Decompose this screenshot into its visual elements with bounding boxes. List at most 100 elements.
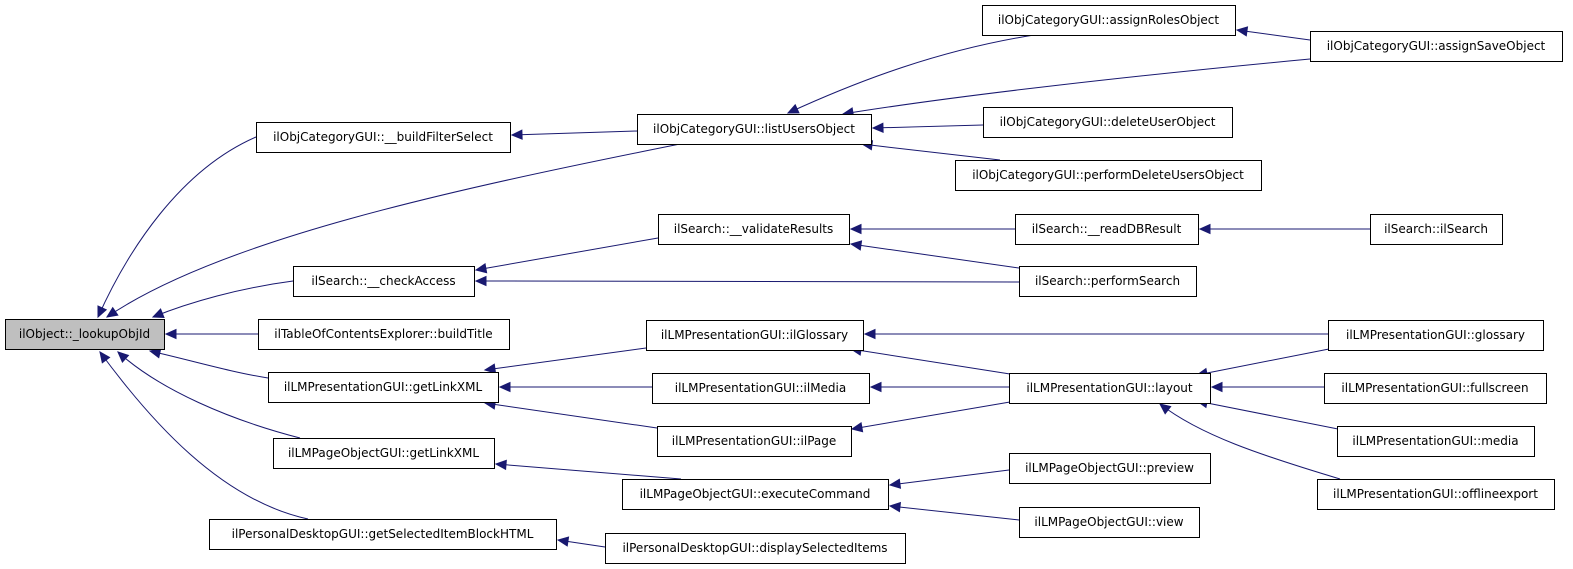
- edge-line: [484, 347, 647, 371]
- edge-n20-to-n17: [1195, 397, 1339, 430]
- arrowhead-icon: [1235, 26, 1249, 37]
- edge-line: [484, 402, 658, 429]
- node-box: [1019, 266, 1197, 297]
- node-illmpresentationgui-ilpage[interactable]: ilLMPresentationGUI::ilPage: [657, 426, 852, 457]
- node-box: [273, 438, 495, 469]
- node-illmpresentationgui-ilglossary[interactable]: ilLMPresentationGUI::ilGlossary: [646, 320, 864, 351]
- node-label: ilSearch::ilSearch: [1384, 222, 1488, 236]
- node-illmpresentationgui-offlineexport[interactable]: ilLMPresentationGUI::offlineexport: [1317, 479, 1555, 510]
- arrowhead-icon: [97, 305, 108, 319]
- node-illmpageobjectgui-getlinkxml[interactable]: ilLMPageObjectGUI::getLinkXML: [273, 438, 495, 469]
- node-label: ilObjCategoryGUI::performDeleteUsersObje…: [972, 168, 1244, 182]
- node-ilsearch-readdbresult[interactable]: ilSearch::__readDBResult: [1015, 214, 1199, 245]
- edge-line: [872, 124, 984, 129]
- node-illmpresentationgui-glossary[interactable]: ilLMPresentationGUI::glossary: [1328, 320, 1544, 351]
- edge-n26-to-n0: [99, 351, 309, 520]
- node-box: [646, 320, 864, 351]
- arrowhead-icon: [99, 351, 111, 364]
- node-iltableofcontentsexplorer-buildtitle[interactable]: ilTableOfContentsExplorer::buildTitle: [258, 319, 510, 350]
- edge-n27-to-n26: [556, 536, 606, 548]
- node-box: [1370, 214, 1503, 245]
- node-label: ilSearch::__checkAccess: [311, 274, 455, 288]
- node-ilobjcategorygui-performdeleteusersobject[interactable]: ilObjCategoryGUI::performDeleteUsersObje…: [955, 160, 1262, 191]
- node-ilpersonaldesktopgui-displayselecteditems[interactable]: ilPersonalDesktopGUI::displaySelectedIte…: [605, 533, 906, 564]
- node-box: [256, 122, 511, 153]
- node-label: ilLMPageObjectGUI::view: [1034, 515, 1183, 529]
- edges-layer: [97, 26, 1370, 548]
- node-illmpresentationgui-layout[interactable]: ilLMPresentationGUI::layout: [1009, 373, 1211, 404]
- edge-line: [1236, 29, 1311, 41]
- arrowhead-icon: [871, 122, 884, 133]
- arrowhead-icon: [474, 262, 488, 274]
- node-box: [622, 479, 889, 510]
- node-ilobjcategorygui-buildfilterselect[interactable]: ilObjCategoryGUI::__buildFilterSelect: [256, 122, 511, 153]
- node-ilobjcategorygui-listusersobject[interactable]: ilObjCategoryGUI::listUsersObject: [637, 114, 872, 145]
- node-box: [1015, 214, 1199, 245]
- node-label: ilPersonalDesktopGUI::getSelectedItemBlo…: [232, 527, 534, 541]
- edge-n23-to-n22: [494, 459, 682, 480]
- arrowhead-icon: [498, 381, 511, 393]
- node-illmpageobjectgui-view[interactable]: ilLMPageObjectGUI::view: [1019, 507, 1200, 538]
- node-box: [1019, 507, 1200, 538]
- arrowhead-icon: [117, 351, 130, 363]
- edge-n17-to-n15: [869, 381, 1009, 393]
- arrowhead-icon: [1159, 403, 1172, 415]
- arrowhead-icon: [510, 129, 523, 140]
- node-label: ilLMPresentationGUI::fullscreen: [1341, 381, 1528, 395]
- node-label: ilLMPresentationGUI::ilPage: [672, 434, 837, 448]
- edge-line: [97, 136, 257, 318]
- edge-line: [99, 351, 309, 520]
- node-box: [983, 107, 1233, 138]
- node-box: [5, 319, 165, 350]
- node-illmpresentationgui-media[interactable]: ilLMPresentationGUI::media: [1337, 426, 1535, 457]
- node-label: ilLMPresentationGUI::offlineexport: [1333, 487, 1538, 501]
- edge-n22-to-n0: [117, 351, 301, 439]
- edge-line: [851, 401, 1011, 430]
- node-ilsearch-checkaccess[interactable]: ilSearch::__checkAccess: [293, 266, 475, 297]
- node-illmpresentationgui-fullscreen[interactable]: ilLMPresentationGUI::fullscreen: [1324, 373, 1547, 404]
- node-ilsearch-performsearch[interactable]: ilSearch::performSearch: [1019, 266, 1197, 297]
- arrowhead-icon: [850, 422, 864, 433]
- node-ilsearch-validateresults[interactable]: ilSearch::__validateResults: [658, 214, 850, 245]
- node-label: ilLMPresentationGUI::getLinkXML: [284, 380, 483, 394]
- node-label: ilLMPresentationGUI::ilMedia: [675, 381, 847, 395]
- edge-n5-to-n2: [871, 122, 984, 133]
- node-box: [605, 533, 906, 564]
- node-box: [657, 426, 852, 457]
- node-box: [982, 5, 1236, 36]
- edge-n21-to-n17: [1159, 403, 1341, 480]
- node-box: [955, 160, 1262, 191]
- node-box: [1009, 453, 1211, 484]
- node-label: ilLMPresentationGUI::layout: [1026, 381, 1193, 395]
- node-box: [658, 214, 850, 245]
- edge-line: [889, 469, 1010, 486]
- edge-n4-to-n3: [1235, 26, 1311, 41]
- node-box: [1009, 373, 1211, 404]
- edge-n17-to-n16: [850, 401, 1011, 433]
- edge-n11-to-n7: [474, 275, 1020, 287]
- node-label: ilSearch::__validateResults: [674, 222, 834, 236]
- edge-n2-to-n0: [105, 143, 681, 318]
- node-illmpresentationgui-getlinkxml[interactable]: ilLMPresentationGUI::getLinkXML: [268, 372, 499, 403]
- arrowhead-icon: [164, 328, 177, 340]
- arrowhead-icon: [888, 478, 902, 489]
- edge-n7-to-n0: [151, 280, 294, 318]
- node-ilobjcategorygui-assignsaveobject[interactable]: ilObjCategoryGUI::assignSaveObject: [1310, 31, 1563, 62]
- nodes-layer: ilObject::_lookupObjId ilObjCategoryGUI::…: [5, 5, 1563, 564]
- node-ilobjcategorygui-assignrolesobject[interactable]: ilObjCategoryGUI::assignRolesObject: [982, 5, 1236, 36]
- node-box: [1328, 320, 1544, 351]
- node-ilobjcategorygui-deleteuserobject[interactable]: ilObjCategoryGUI::deleteUserObject: [983, 107, 1233, 138]
- node-illmpresentationgui-ilmedia[interactable]: ilLMPresentationGUI::ilMedia: [652, 373, 870, 404]
- arrowhead-icon: [556, 536, 570, 547]
- node-illmpageobjectgui-preview[interactable]: ilLMPageObjectGUI::preview: [1009, 453, 1211, 484]
- node-box: [293, 266, 475, 297]
- node-ilpersonaldesktopgui-getselecteditemblockhtml[interactable]: ilPersonalDesktopGUI::getSelectedItemBlo…: [209, 519, 557, 550]
- node-ilobject-lookupobjid[interactable]: ilObject::_lookupObjId: [5, 319, 165, 350]
- node-box: [1317, 479, 1555, 510]
- arrowhead-icon: [869, 381, 882, 393]
- edge-line: [1196, 400, 1339, 430]
- edge-n11-to-n8: [849, 240, 1020, 269]
- node-ilsearch-ilsearch[interactable]: ilSearch::ilSearch: [1370, 214, 1503, 245]
- edge-n19-to-n17: [1210, 381, 1324, 393]
- node-illmpageobjectgui-executecommand[interactable]: ilLMPageObjectGUI::executeCommand: [622, 479, 889, 510]
